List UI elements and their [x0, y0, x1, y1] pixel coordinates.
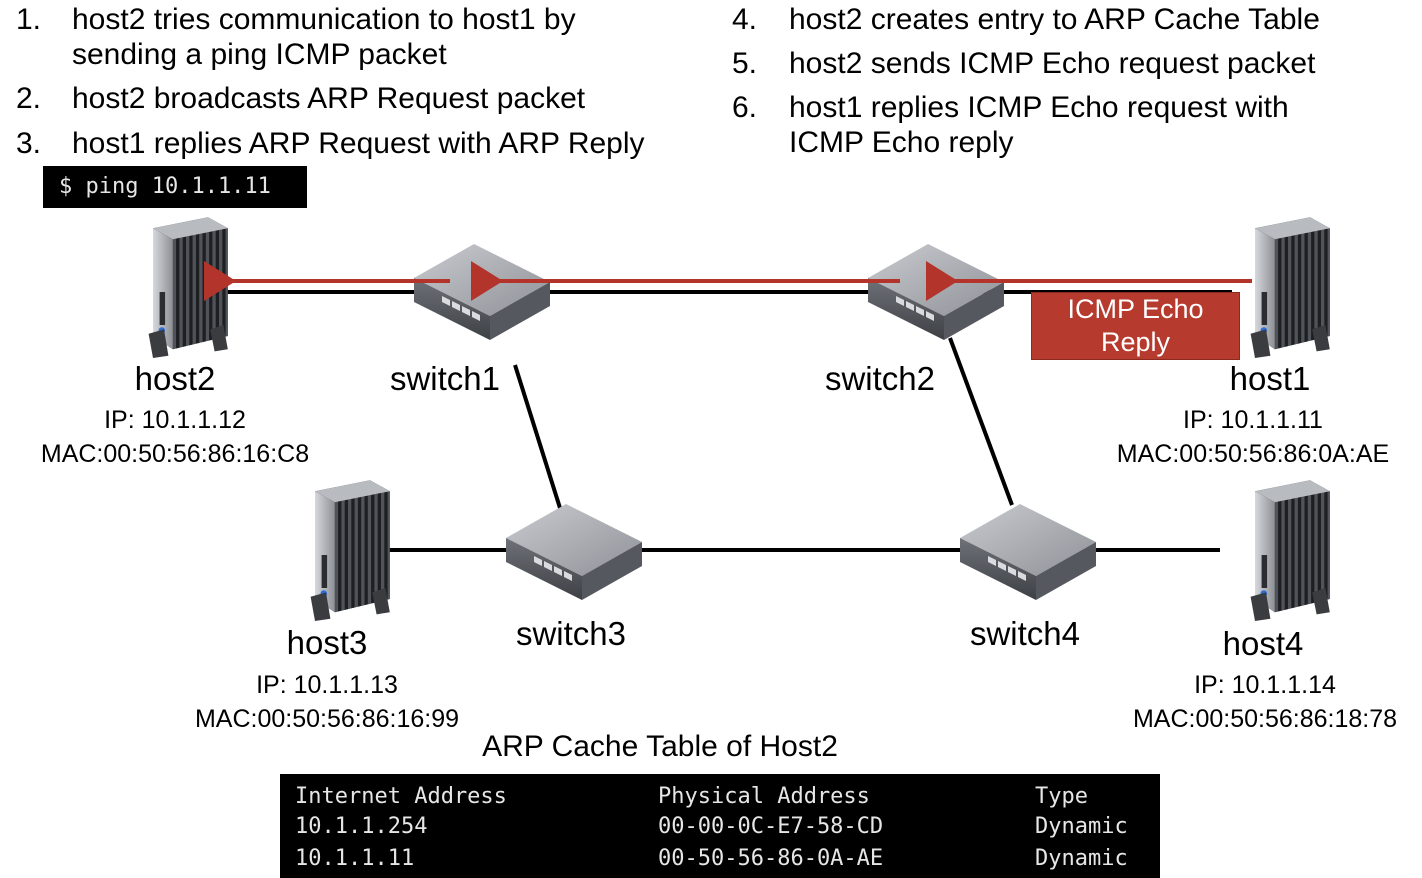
step-2: 2. host2 broadcasts ARP Request packet: [16, 81, 696, 117]
host3-mac: MAC:00:50:56:86:16:99: [194, 705, 460, 733]
host3-ip: IP: 10.1.1.13: [256, 671, 398, 699]
switch4-label: switch4: [969, 615, 1081, 652]
host3-name: host3: [286, 624, 368, 661]
step-number: 2.: [16, 82, 42, 115]
arp-cache-table: Internet Address Physical Address Type 1…: [280, 774, 1160, 878]
step-5: 5. host2 sends ICMP Echo request packet: [732, 46, 1412, 82]
switch3-icon[interactable]: [506, 504, 642, 600]
step-number: 3.: [16, 127, 42, 160]
host3-info: IP: 10.1.1.13 MAC:00:50:56:86:16:99: [172, 668, 482, 736]
step-text: host2 tries communication to host1 by: [72, 3, 576, 36]
arp-row-1-internet-address: 10.1.1.254: [295, 814, 428, 839]
arp-row-1-physical-address: 00-00-0C-E7-58-CD: [658, 814, 884, 839]
step-text: host1 replies ARP Request with ARP Reply: [72, 127, 645, 160]
arp-row-1-type: Dynamic: [1035, 814, 1128, 839]
ping-command-terminal: $ ping 10.1.1.11: [43, 166, 307, 208]
step-text-continued: sending a ping ICMP packet: [72, 38, 447, 71]
host2-server-icon[interactable]: [148, 217, 228, 358]
switch3-label: switch3: [515, 615, 627, 652]
switch1-label: switch1: [389, 360, 501, 397]
switch2-icon[interactable]: [868, 244, 1004, 340]
switch4-icon[interactable]: [960, 504, 1096, 600]
step-text: host1 replies ICMP Echo request with: [789, 91, 1289, 124]
step-4: 4. host2 creates entry to ARP Cache Tabl…: [732, 2, 1412, 38]
step-6: 6. host1 replies ICMP Echo request with …: [732, 90, 1412, 162]
callout-line2: Reply: [1100, 327, 1171, 357]
host4-ip: IP: 10.1.1.14: [1194, 671, 1336, 699]
step-text: host2 broadcasts ARP Request packet: [72, 82, 586, 115]
host1-ip: IP: 10.1.1.11: [1183, 406, 1323, 434]
host3-server-icon[interactable]: [310, 480, 390, 621]
ping-command: $ ping 10.1.1.11: [59, 174, 271, 199]
step-1: 1. host2 tries communication to host1 by…: [16, 2, 696, 74]
step-number: 6.: [732, 91, 758, 124]
host4-info: IP: 10.1.1.14 MAC:00:50:56:86:18:78: [1110, 668, 1420, 736]
link-switch2-switch4: [948, 337, 1014, 506]
callout-line1: ICMP Echo: [1067, 294, 1204, 324]
arp-table-title: ARP Cache Table of Host2: [482, 730, 838, 763]
step-number: 4.: [732, 3, 758, 36]
host4-name: host4: [1222, 625, 1304, 662]
host1-server-icon[interactable]: [1250, 217, 1330, 358]
icmp-echo-reply-callout: ICMP Echo Reply: [1031, 292, 1240, 360]
host1-name: host1: [1229, 360, 1311, 397]
arp-row-2-physical-address: 00-50-56-86-0A-AE: [658, 846, 884, 871]
switch1-icon[interactable]: [414, 244, 550, 340]
step-text: host2 creates entry to ARP Cache Table: [789, 3, 1320, 36]
switch2-label: switch2: [824, 360, 936, 397]
step-number: 5.: [732, 47, 758, 80]
host2-name: host2: [134, 360, 216, 397]
host2-ip: IP: 10.1.1.12: [104, 406, 246, 434]
step-text: host2 sends ICMP Echo request packet: [789, 47, 1316, 80]
step-text-continued: ICMP Echo reply: [789, 126, 1014, 159]
arp-header-internet-address: Internet Address: [295, 784, 507, 809]
link-switch1-switch3: [513, 364, 562, 509]
host1-info: IP: 10.1.1.11 MAC:00:50:56:86:0A:AE: [1098, 403, 1408, 471]
step-3: 3. host1 replies ARP Request with ARP Re…: [16, 126, 696, 162]
host1-mac: MAC:00:50:56:86:0A:AE: [1116, 440, 1390, 468]
host4-mac: MAC:00:50:56:86:18:78: [1132, 705, 1398, 733]
arp-row-2-type: Dynamic: [1035, 846, 1128, 871]
step-number: 1.: [16, 3, 42, 36]
arp-header-type: Type: [1035, 784, 1088, 809]
host2-info: IP: 10.1.1.12 MAC:00:50:56:86:16:C8: [20, 403, 330, 471]
host2-mac: MAC:00:50:56:86:16:C8: [40, 440, 310, 468]
host4-server-icon[interactable]: [1250, 480, 1330, 621]
arp-row-2-internet-address: 10.1.1.11: [295, 846, 415, 871]
arp-header-physical-address: Physical Address: [658, 784, 870, 809]
